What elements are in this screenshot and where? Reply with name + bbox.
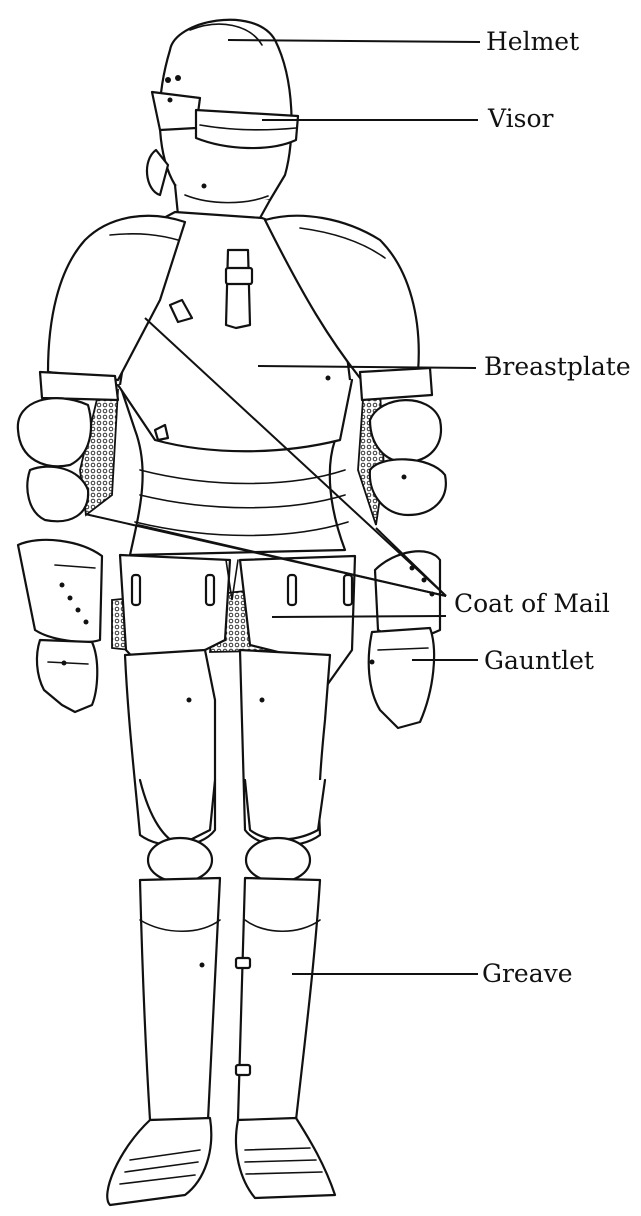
helmet-label: Helmet	[486, 27, 579, 56]
suit-of-armor-illustration	[18, 20, 446, 1205]
breastplate-label: Breastplate	[484, 352, 631, 381]
visor-label: Visor	[487, 104, 553, 133]
coat-of-mail-leader-5	[272, 616, 446, 617]
greave-label: Greave	[482, 959, 573, 988]
coat-of-mail-label: Coat of Mail	[454, 589, 610, 618]
helmet-drawing	[147, 20, 298, 218]
sabatons	[107, 1118, 335, 1205]
gauntlet-label: Gauntlet	[484, 646, 594, 675]
part-labels: Helmet Visor Breastplate Coat of Mail Ga…	[454, 27, 631, 988]
legs	[125, 650, 330, 1120]
